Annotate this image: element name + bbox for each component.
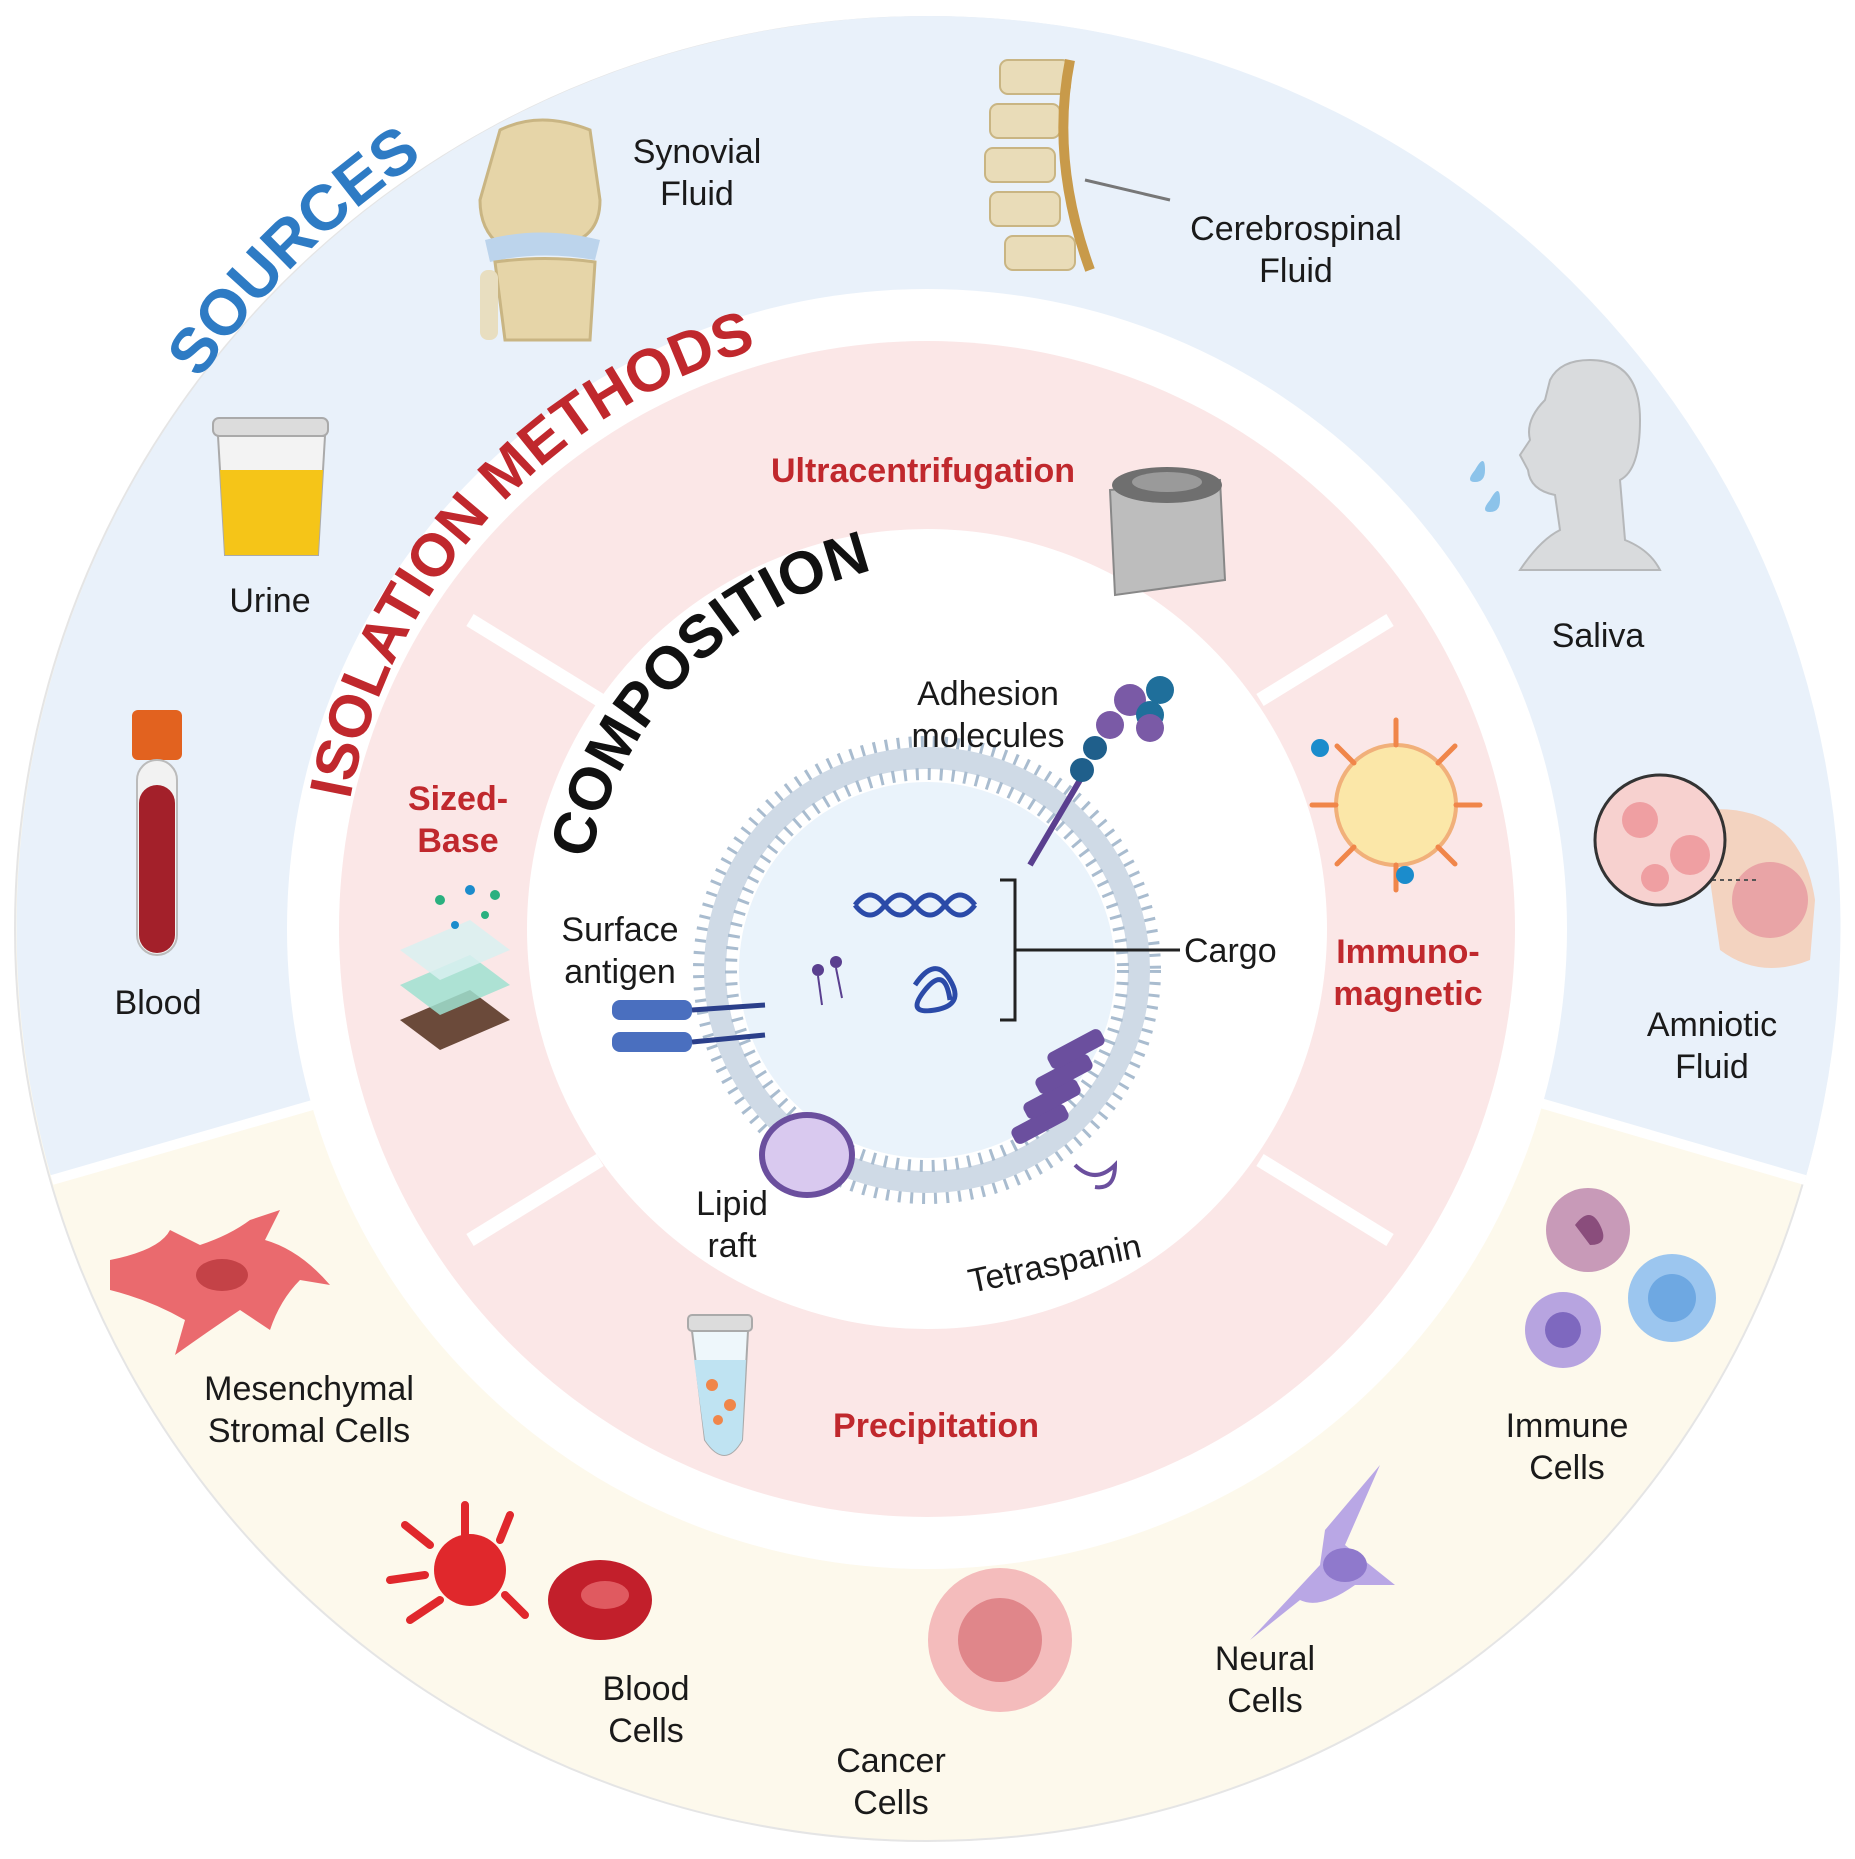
immune-cells-icon — [1525, 1188, 1716, 1368]
immunomagnetic-bead-icon — [1309, 717, 1483, 893]
sector-divider-right — [1528, 1095, 1807, 1185]
label-precipitation: Precipitation — [833, 1407, 1039, 1445]
surface-antigen-icon — [612, 1000, 766, 1052]
protein-cargo-icon — [912, 966, 958, 1014]
urine-cup-icon — [212, 417, 329, 556]
blood-cells-icon — [386, 1501, 652, 1640]
cancer-cell-icon — [928, 1568, 1072, 1712]
label-urine: Urine — [229, 582, 310, 620]
sector-divider-left — [50, 1095, 332, 1185]
knee-joint-icon — [478, 118, 602, 342]
label-size-based: Sized-Base — [408, 780, 508, 860]
spine-icon — [984, 59, 1171, 272]
saliva-head-icon — [1470, 358, 1662, 571]
blood-tube-icon — [132, 710, 182, 956]
label-cargo: Cargo — [1184, 932, 1277, 970]
mesenchymal-stromal-cell-icon — [110, 1210, 330, 1355]
precipitation-tube-icon — [687, 1314, 753, 1456]
isolation-dividers — [466, 614, 1394, 1246]
tetraspanin-icon — [1011, 1029, 1118, 1190]
amniotic-fluid-icon — [1593, 773, 1815, 968]
label-ultracentrifugation: Ultracentrifugation — [771, 452, 1075, 490]
centrifuge-icon — [1108, 467, 1227, 597]
dna-icon — [853, 892, 977, 918]
lipid-raft-icon — [759, 1112, 855, 1198]
neural-cell-icon — [1250, 1465, 1395, 1640]
label-immunomagnetic: Immuno-magnetic — [1333, 933, 1482, 1013]
adhesion-molecule-icon — [1027, 676, 1174, 867]
lipid-cargo-icon — [812, 956, 843, 1006]
label-saliva: Saliva — [1552, 617, 1645, 655]
cargo-bracket — [1000, 878, 1180, 1022]
label-blood: Blood — [115, 984, 202, 1022]
size-filter-icon — [400, 885, 510, 1050]
